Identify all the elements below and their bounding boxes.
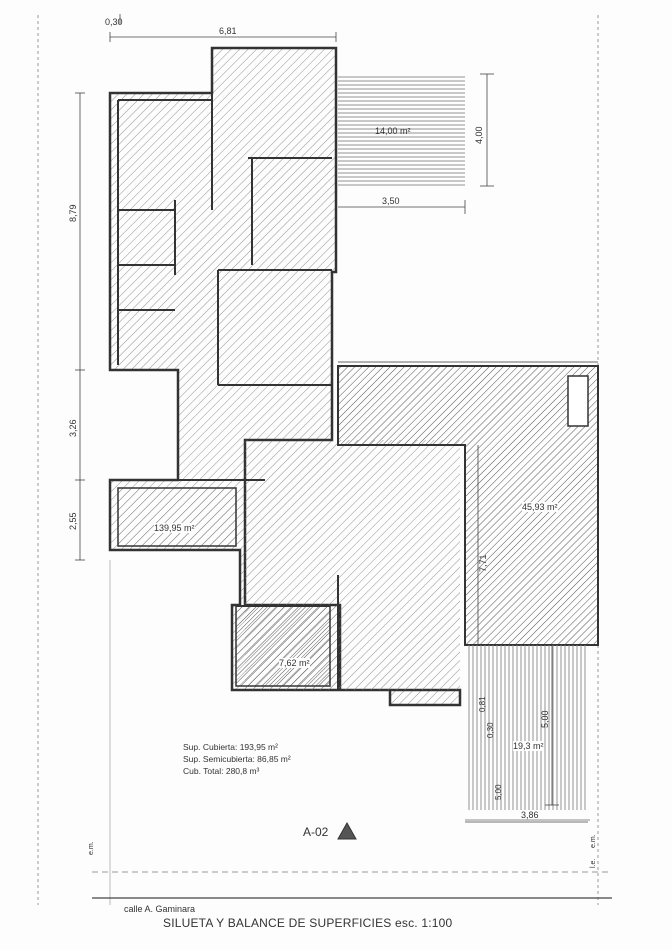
edge-mark-left: e.m. [88, 841, 95, 855]
dim-width-top: 6,81 [219, 26, 237, 36]
area-covered: 45,93 m² [522, 502, 558, 512]
dim-small-b: 0,30 [486, 722, 495, 738]
dim-height-upper: 8,79 [68, 204, 78, 222]
area-deck: 14,00 m² [375, 126, 411, 136]
dim-covered-length: 7,71 [478, 554, 488, 572]
summary-covered: Sup. Cubierta: 193,95 m² [183, 742, 278, 752]
interior-walls [117, 93, 466, 690]
sheet-code: A-02 [303, 825, 329, 839]
edge-mark-right-le: l.e. [590, 858, 597, 868]
dim-pool-width: 3,86 [521, 810, 539, 820]
dim-pool-height: 5,00 [540, 710, 550, 728]
area-main: 139,95 m² [154, 523, 195, 533]
deck-area [338, 74, 465, 186]
summary-semicovered: Sup. Semicubierta: 86,85 m² [183, 754, 291, 764]
dim-height-lower: 2,55 [68, 512, 78, 530]
edge-mark-right-em: e.m. [590, 834, 597, 848]
room-lower-left [117, 487, 237, 547]
area-small-room: 7,62 m² [279, 658, 310, 668]
small-room [235, 605, 331, 687]
pool-area [468, 645, 588, 810]
drawing-title: SILUETA Y BALANCE DE SUPERFICIES esc. 1:… [163, 916, 453, 930]
dim-deck-height: 4,00 [474, 126, 484, 144]
dim-deck-width: 3,50 [382, 196, 400, 206]
dim-pool-height-2: 5,00 [494, 784, 503, 800]
area-pool: 19,3 m² [513, 741, 544, 751]
street-name: calle A. Gaminara [124, 904, 196, 914]
dim-top-margin: 0,30 [105, 17, 123, 27]
summary-total: Cub. Total: 280,8 m³ [183, 766, 260, 776]
dim-height-mid: 3,26 [68, 419, 78, 437]
dim-small-a: 0,81 [478, 696, 487, 712]
dimension-lines [75, 14, 588, 823]
covered-area-pillar [567, 375, 589, 427]
